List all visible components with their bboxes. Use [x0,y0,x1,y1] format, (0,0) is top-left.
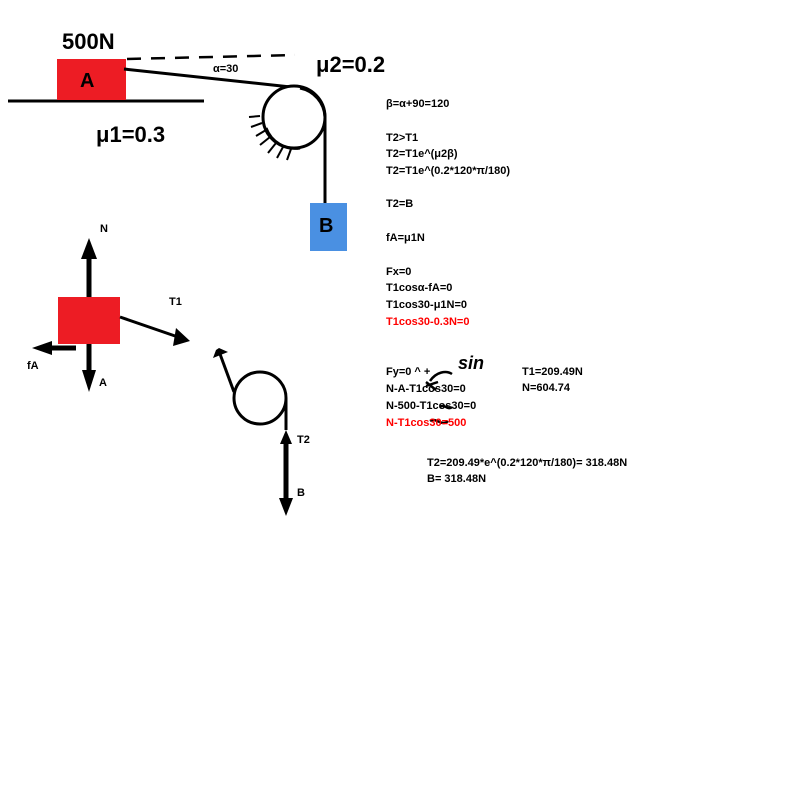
capstan-substituted: T2=T1e^(0.2*120*π/180) [386,165,511,177]
capstan-equation: T2=T1e^(μ2β) [386,148,458,160]
handwritten-sin: sin [458,353,485,373]
fbd-friction-label: fA [27,360,39,372]
mu1-label: μ1=0.3 [96,122,166,147]
block-b-label: B [319,215,334,237]
fbd-pulley [232,370,288,426]
t1-result: T1=209.49N [522,366,583,378]
block-b [310,203,347,251]
alpha-label: α=30 [213,63,239,75]
t2-equals-b: T2=B [386,198,414,210]
fy-equation: Fy=0 ^ + [386,366,431,378]
rope-wrap [299,86,327,203]
fbd-friction-arrowhead [32,341,52,355]
fbd-normal-label: N [100,223,108,235]
fbd-weight-label: A [99,377,107,389]
inequality-t2-t1: T2>T1 [386,132,419,144]
fbd-b-arrowhead [279,498,293,516]
fbd-block-a [58,297,120,344]
fbd-t1-label: T1 [169,296,182,308]
fbd-t2-label: T2 [297,434,310,446]
handwritten-correction [425,370,453,425]
fx-step3: T1cos30-0.3N=0 [386,316,470,328]
fbd-t1-arrowhead [173,328,190,346]
fbd-b-label: B [297,487,305,499]
fy-step2: N-500-T1cos30=0 [386,400,477,412]
n-result: N=604.74 [522,382,571,394]
weight-label: 500N [62,29,115,54]
fbd-t2-arrowhead [280,430,292,444]
beta-equation: β=α+90=120 [386,98,450,110]
mu2-label: μ2=0.2 [316,52,386,77]
fx-step2: T1cos30-μ1N=0 [386,299,468,311]
fx-equation: Fx=0 [386,266,412,278]
fbd-weight-arrowhead [82,370,96,392]
fbd-t1-arrow [119,315,179,339]
t2-calculation: T2=209.49*e^(0.2*120*π/180)= 318.48N [427,457,628,469]
fbd-pulley-rope-in [218,353,236,393]
fbd-pulley-rope-arrowhead [213,348,228,358]
fbd-normal-arrowhead [81,238,97,259]
b-result: B= 318.48N [427,473,487,485]
fx-step1: T1cosα-fA=0 [386,282,453,294]
pulley-support-hatch [248,115,301,161]
friction-equation: fA=μ1N [386,232,425,244]
block-a [57,59,126,100]
dashed-reference-line [126,53,296,61]
fy-step1: N-A-T1cos30=0 [386,383,466,395]
fy-step3: N-T1cos30=500 [386,417,467,429]
block-a-label: A [80,70,95,92]
rope-a-to-pulley [123,67,301,90]
